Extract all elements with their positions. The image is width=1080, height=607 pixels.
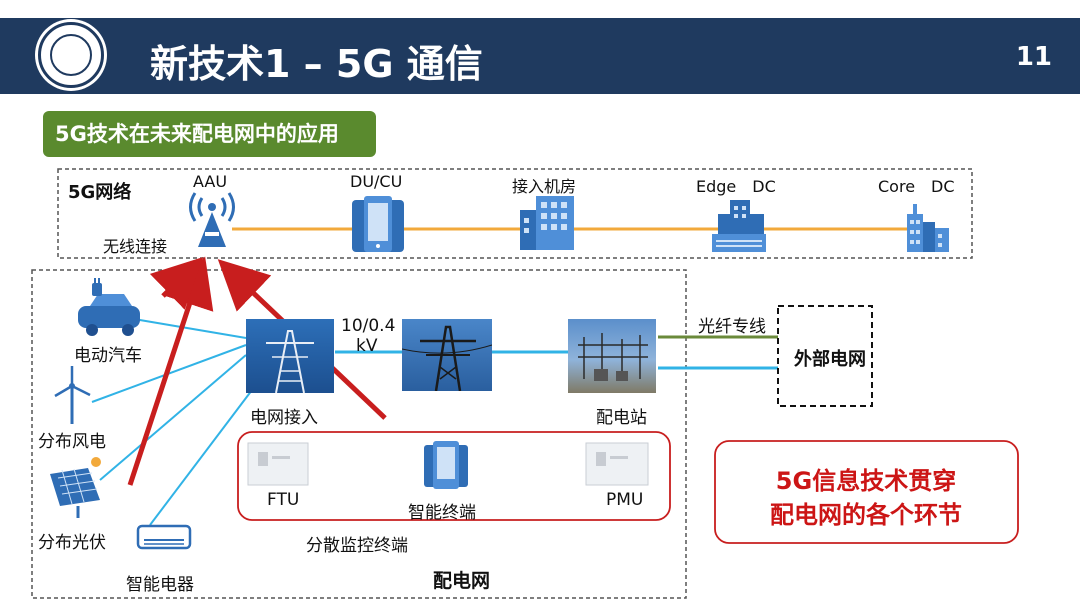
link-appliance	[149, 389, 253, 526]
node-label-core-dc: Core DC	[878, 177, 955, 196]
building-icon	[520, 196, 574, 250]
fiber-label: 光纤专线	[698, 317, 766, 337]
node-label-aau: AAU	[193, 172, 228, 191]
page-number: 11	[1015, 42, 1052, 72]
wind-turbine-icon	[54, 366, 91, 424]
external-grid-label: 外部电网	[794, 349, 866, 370]
distribution-network-box	[31, 269, 687, 599]
device-label-appliance: 智能电器	[126, 575, 194, 595]
red-arrow-appliances	[127, 256, 214, 486]
node-label-edge-dc: Edge DC	[696, 177, 776, 196]
node-label-access-room: 接入机房	[512, 177, 577, 196]
link-solar	[99, 354, 247, 481]
grid-access-photo	[246, 319, 334, 393]
device-label-solar: 分布光伏	[38, 533, 106, 553]
terminal-label-ftu: FTU	[267, 490, 300, 510]
substation-photo	[568, 319, 656, 393]
red-arrow-devices	[149, 257, 204, 310]
wireless-label: 无线连接	[103, 237, 168, 256]
device-label-ev: 电动汽车	[74, 346, 142, 366]
callout-line-2: 配电网的各个环节	[770, 501, 962, 529]
terminals-group-label: 分散监控终端	[306, 536, 408, 556]
pmu-device-icon	[585, 442, 649, 486]
header-bar	[0, 18, 1080, 94]
5g-network-title: 5G网络	[68, 182, 132, 203]
data-center-icon	[712, 200, 766, 252]
phone-server-icon	[352, 196, 404, 252]
page-title: 新技术1 – 5G 通信	[150, 42, 483, 86]
smart-terminal-icon	[424, 441, 468, 489]
terminal-label-smart: 智能终端	[408, 503, 476, 523]
callout-box	[714, 440, 1019, 544]
substation-label: 配电站	[596, 408, 647, 428]
callout-line-1: 5G信息技术贯穿	[775, 467, 957, 495]
section-label: 5G技术在未来配电网中的应用	[43, 111, 376, 157]
transmission-tower-photo	[402, 319, 492, 391]
university-logo	[38, 22, 104, 88]
ev-charging-icon	[78, 278, 140, 336]
external-grid-box	[777, 305, 873, 407]
grid-access-label: 电网接入	[250, 408, 318, 428]
air-conditioner-icon	[136, 524, 192, 550]
device-label-wind: 分布风电	[38, 432, 106, 452]
solar-panel-icon	[50, 457, 101, 518]
office-towers-icon	[907, 204, 949, 252]
ftu-device-icon	[247, 442, 309, 486]
antenna-tower-icon	[189, 192, 235, 247]
5g-network-box	[57, 168, 973, 259]
distribution-network-title: 配电网	[433, 570, 491, 592]
voltage-label-1: 10/0.4	[341, 316, 396, 336]
voltage-label-2: kV	[356, 336, 378, 356]
node-label-du-cu: DU/CU	[350, 172, 403, 191]
terminal-label-pmu: PMU	[606, 490, 644, 510]
terminals-box	[237, 431, 671, 521]
link-ev	[127, 317, 247, 339]
